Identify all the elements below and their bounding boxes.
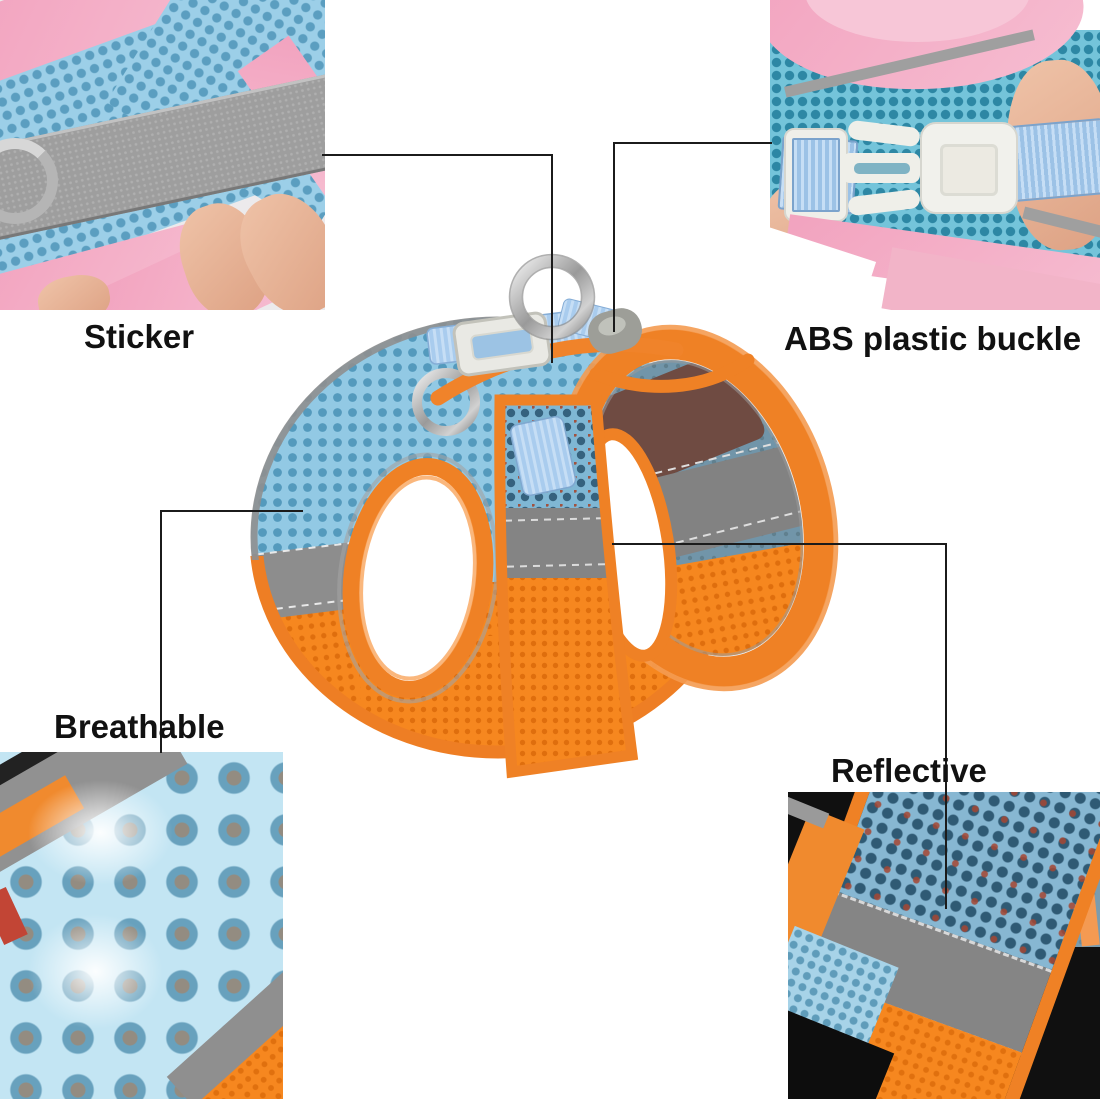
sheen: [28, 780, 173, 885]
top-hardware: [412, 253, 755, 497]
red-trim: [0, 886, 28, 946]
callout-label-abs-buckle: ABS plastic buckle: [784, 320, 1082, 357]
callout-label-breathable: Breathable: [54, 708, 225, 745]
webbing-tail: [509, 415, 577, 497]
leader-line-reflective-h: [612, 543, 947, 545]
chest-d-ring: [412, 368, 480, 436]
reflective-closeup-photo: [788, 792, 1100, 1099]
orange-piping-bottom: [250, 556, 746, 759]
leader-line-breathable-v: [160, 510, 162, 753]
metal-ring: [0, 138, 58, 224]
buckle-slot: [854, 163, 910, 174]
harness-photo: [250, 253, 840, 779]
sheen: [28, 914, 163, 1029]
leader-line-buckle-v: [613, 142, 615, 332]
leader-line-breathable-h: [161, 510, 303, 512]
callout-label-sticker: Sticker: [84, 318, 195, 355]
buckle-detail-photo: [770, 0, 1100, 310]
sticker-detail-photo: [0, 0, 325, 310]
leader-line-reflective-v: [945, 543, 947, 909]
buckle-female-detail: [940, 144, 998, 196]
orange-piping-swoosh-2: [589, 353, 755, 393]
leader-line-buckle-h: [614, 142, 772, 144]
leader-line-sticker-v: [551, 154, 553, 363]
webbing-strap: [1006, 117, 1100, 203]
callout-label-reflective: Reflective: [831, 752, 987, 789]
leader-line-sticker-h: [322, 154, 553, 156]
mesh-closeup-photo: [0, 752, 283, 1099]
left-leg-hole: [337, 452, 499, 704]
buckle-webbing: [792, 138, 840, 212]
